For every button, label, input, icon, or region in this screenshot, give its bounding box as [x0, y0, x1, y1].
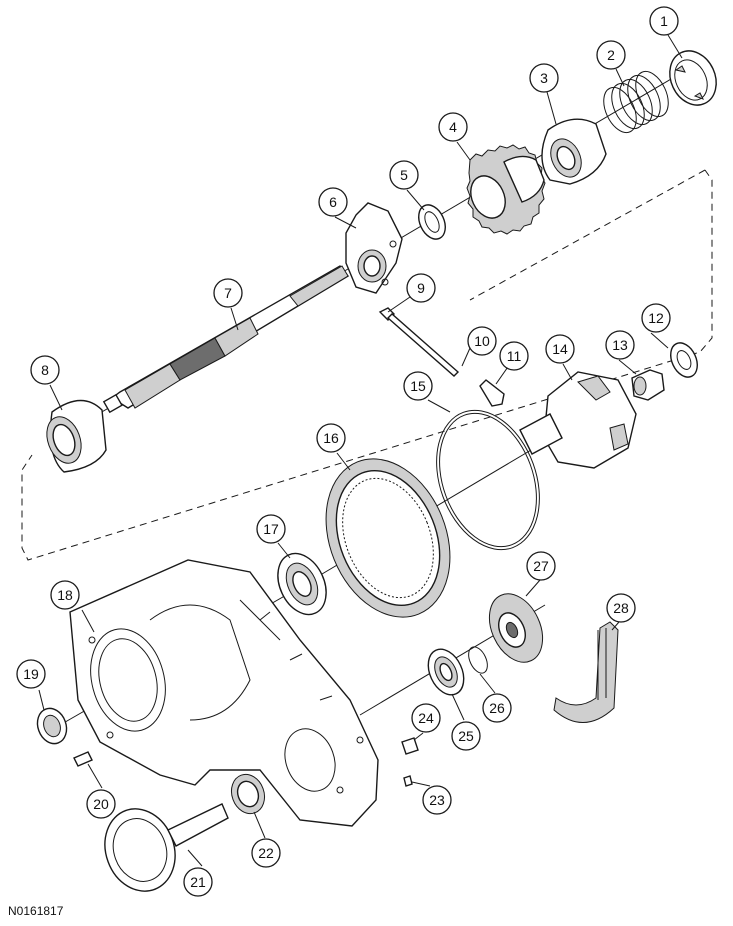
callout-13: 13 [605, 330, 635, 360]
callout-14-label: 14 [552, 341, 568, 357]
callout-11-label: 11 [507, 348, 522, 364]
callout-23: 23 [422, 785, 452, 815]
callout-10-label: 10 [474, 333, 490, 349]
callout-28-label: 28 [613, 600, 629, 616]
callout-12: 12 [641, 303, 671, 333]
callout-21-label: 21 [190, 874, 206, 890]
callout-19: 19 [16, 659, 46, 689]
callout-1: 1 [649, 6, 679, 36]
callout-1-label: 1 [660, 13, 668, 29]
callout-27: 27 [526, 551, 556, 581]
callout-21: 21 [183, 867, 213, 897]
24-icon [401, 737, 419, 755]
callout-13-label: 13 [612, 337, 628, 353]
callout-24: 24 [411, 703, 441, 733]
callout-8-label: 8 [41, 362, 49, 378]
callout-20-label: 20 [93, 796, 109, 812]
19-icon [36, 707, 68, 745]
5-icon [418, 204, 446, 240]
1-icon [669, 50, 717, 106]
23-icon [403, 775, 413, 787]
15-icon [436, 409, 540, 551]
figure-id-label: N0161817 [8, 904, 64, 918]
callout-17: 17 [256, 514, 286, 544]
callout-24-label: 24 [418, 710, 434, 726]
21-icon [104, 803, 229, 892]
callout-5-label: 5 [400, 167, 408, 183]
callout-11: 11 [499, 341, 529, 371]
17-icon [277, 552, 327, 616]
callout-9-label: 9 [417, 280, 425, 296]
callout-8: 8 [30, 355, 60, 385]
callout-2-label: 2 [607, 47, 615, 63]
callout-22-label: 22 [258, 845, 274, 861]
4-icon [466, 144, 546, 235]
25-icon [427, 648, 465, 696]
callout-18: 18 [50, 580, 80, 610]
6-icon [345, 202, 403, 294]
11-icon [479, 379, 505, 407]
13-icon [631, 369, 665, 401]
callout-6-label: 6 [329, 194, 337, 210]
22-icon [230, 773, 266, 815]
callout-9: 9 [406, 273, 436, 303]
callout-22: 22 [251, 838, 281, 868]
callout-27-label: 27 [533, 558, 549, 574]
callout-14: 14 [545, 334, 575, 364]
callout-3: 3 [529, 63, 559, 93]
2-icon [603, 70, 669, 134]
callout-28: 28 [606, 593, 636, 623]
callout-18-label: 18 [57, 587, 73, 603]
callout-12-label: 12 [648, 310, 664, 326]
26-icon [468, 646, 488, 674]
callout-25-label: 25 [458, 728, 474, 744]
10-icon [386, 313, 460, 377]
callout-7: 7 [213, 278, 243, 308]
callout-23-label: 23 [429, 792, 445, 808]
callout-6: 6 [318, 187, 348, 217]
callout-5: 5 [389, 160, 419, 190]
callout-3-label: 3 [540, 70, 548, 86]
callout-19-label: 19 [23, 666, 39, 682]
27-icon [488, 593, 544, 663]
callouts: 1 2 3 4 5 6 7 8 9 10 11 12 13 14 15 16 1… [16, 6, 679, 897]
14-icon [519, 371, 637, 469]
callout-20: 20 [86, 789, 116, 819]
callout-4: 4 [438, 112, 468, 142]
18-icon [69, 559, 379, 827]
16-icon [325, 458, 451, 618]
callout-15: 15 [403, 371, 433, 401]
callout-4-label: 4 [449, 119, 457, 135]
callout-10: 10 [467, 326, 497, 356]
callout-15-label: 15 [410, 378, 426, 394]
callout-17-label: 17 [263, 521, 279, 537]
callout-26: 26 [482, 693, 512, 723]
3-icon [541, 118, 607, 185]
7-icon [102, 265, 350, 414]
20-icon [73, 751, 93, 767]
12-icon [670, 342, 698, 378]
callout-16: 16 [316, 423, 346, 453]
callout-2: 2 [596, 40, 626, 70]
callout-25: 25 [451, 721, 481, 751]
callout-7-label: 7 [224, 285, 232, 301]
8-icon [46, 399, 107, 473]
callout-16-label: 16 [323, 430, 339, 446]
28-icon [553, 621, 619, 723]
callout-26-label: 26 [489, 700, 505, 716]
leader-lines [38, 34, 683, 867]
